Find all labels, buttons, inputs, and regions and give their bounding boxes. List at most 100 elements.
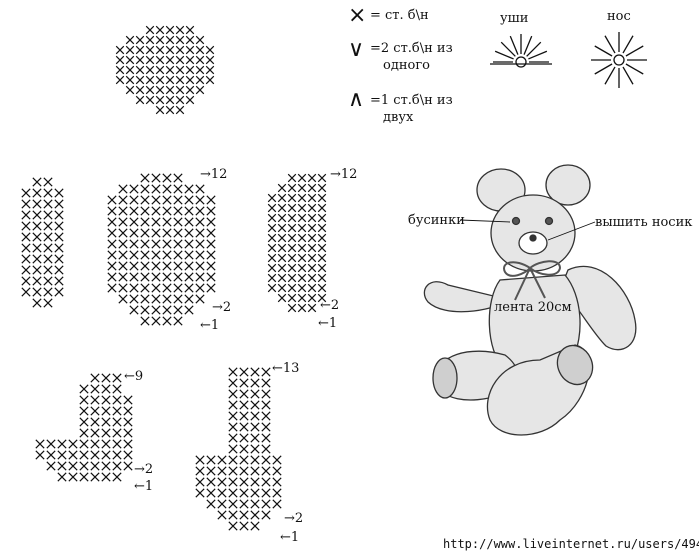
stitch-mark: [79, 450, 89, 460]
stitch-mark: [162, 173, 172, 183]
nose-chart: [591, 32, 647, 88]
stitch-mark: [287, 173, 297, 183]
stitch-mark: [267, 263, 277, 273]
stitch-mark: [43, 210, 53, 220]
stitch-mark: [206, 206, 216, 216]
stitch-mark: [79, 417, 89, 427]
stitch-mark: [277, 203, 287, 213]
stitch-mark: [90, 417, 100, 427]
stitch-mark: [43, 265, 53, 275]
stitch-mark: [206, 466, 216, 476]
stitch-mark: [173, 283, 183, 293]
stitch-mark: [239, 400, 249, 410]
ears-spoke: [523, 35, 533, 55]
stitch-mark: [277, 233, 287, 243]
stitch-mark: [35, 450, 45, 460]
stitch-mark: [43, 232, 53, 242]
stitch-mark: [239, 499, 249, 509]
stitch-mark: [151, 239, 161, 249]
bear-nose: [529, 234, 537, 242]
stitch-mark: [43, 287, 53, 297]
stitch-mark: [101, 406, 111, 416]
stitch-mark: [129, 184, 139, 194]
small-limb-chart: [21, 177, 64, 308]
stitch-mark: [228, 400, 238, 410]
stitch-mark: [217, 466, 227, 476]
stitch-mark: [162, 294, 172, 304]
stitch-mark: [184, 217, 194, 227]
stitch-mark: [162, 250, 172, 260]
stitch-mark: [125, 55, 135, 65]
stitch-mark: [107, 206, 117, 216]
stitch-mark: [317, 233, 327, 243]
stitch-mark: [185, 95, 195, 105]
stitch-mark: [228, 422, 238, 432]
stitch-mark: [162, 184, 172, 194]
stitch-mark: [43, 188, 53, 198]
stitch-mark: [118, 206, 128, 216]
stitch-mark: [43, 298, 53, 308]
ears-spoke: [528, 50, 548, 60]
stitch-mark: [228, 378, 238, 388]
stitch-mark: [54, 265, 64, 275]
head-chart: [115, 25, 215, 115]
stitch-mark: [90, 472, 100, 482]
stitch-mark: [43, 276, 53, 286]
stitch-mark: [107, 228, 117, 238]
stitch-mark: [205, 55, 215, 65]
stitch-mark: [217, 488, 227, 498]
stitch-mark: [317, 273, 327, 283]
stitch-mark: [151, 294, 161, 304]
stitch-mark: [307, 303, 317, 313]
stitch-mark: [317, 283, 327, 293]
stitch-mark: [129, 261, 139, 271]
stitch-mark: [185, 25, 195, 35]
stitch-mark: [287, 273, 297, 283]
stitch-mark: [239, 521, 249, 531]
row-label-arm-2: ←2: [320, 298, 339, 313]
stitch-mark: [228, 455, 238, 465]
stitch-mark: [307, 223, 317, 233]
stitch-mark: [277, 293, 287, 303]
stitch-mark: [317, 253, 327, 263]
stitch-mark: [228, 411, 238, 421]
legend-sc-text: = ст. б\н: [370, 8, 429, 23]
stitch-mark: [277, 213, 287, 223]
stitch-mark: [239, 466, 249, 476]
legend-dec-text-line1: =1 ст.б\н из: [370, 93, 453, 108]
stitch-mark: [68, 461, 78, 471]
stitch-mark: [151, 261, 161, 271]
stitch-mark: [115, 75, 125, 85]
stitch-mark: [101, 373, 111, 383]
stitch-mark: [112, 428, 122, 438]
stitch-mark: [151, 272, 161, 282]
stitch-mark: [195, 195, 205, 205]
stitch-mark: [90, 373, 100, 383]
stitch-mark: [118, 294, 128, 304]
stitch-mark: [195, 206, 205, 216]
stitch-mark: [261, 378, 271, 388]
ears-spoke: [526, 41, 542, 57]
nose-spoke: [594, 45, 613, 57]
stitch-mark: [118, 272, 128, 282]
stitch-mark: [129, 305, 139, 315]
stitch-mark: [267, 193, 277, 203]
stitch-mark: [307, 273, 317, 283]
stitch-mark: [21, 287, 31, 297]
stitch-mark: [101, 450, 111, 460]
stitch-mark: [195, 35, 205, 45]
stitch-mark: [155, 55, 165, 65]
stitch-mark: [185, 85, 195, 95]
ears-chart: [490, 34, 552, 68]
stitch-mark: [118, 195, 128, 205]
stitch-mark: [217, 477, 227, 487]
row-label-foot-1: ←1: [134, 479, 153, 494]
stitch-mark: [195, 261, 205, 271]
stitch-mark: [261, 400, 271, 410]
stitch-mark: [140, 294, 150, 304]
stitch-mark: [107, 217, 117, 227]
stitch-mark: [107, 261, 117, 271]
stitch-mark: [101, 384, 111, 394]
stitch-mark: [101, 428, 111, 438]
stitch-mark: [21, 221, 31, 231]
